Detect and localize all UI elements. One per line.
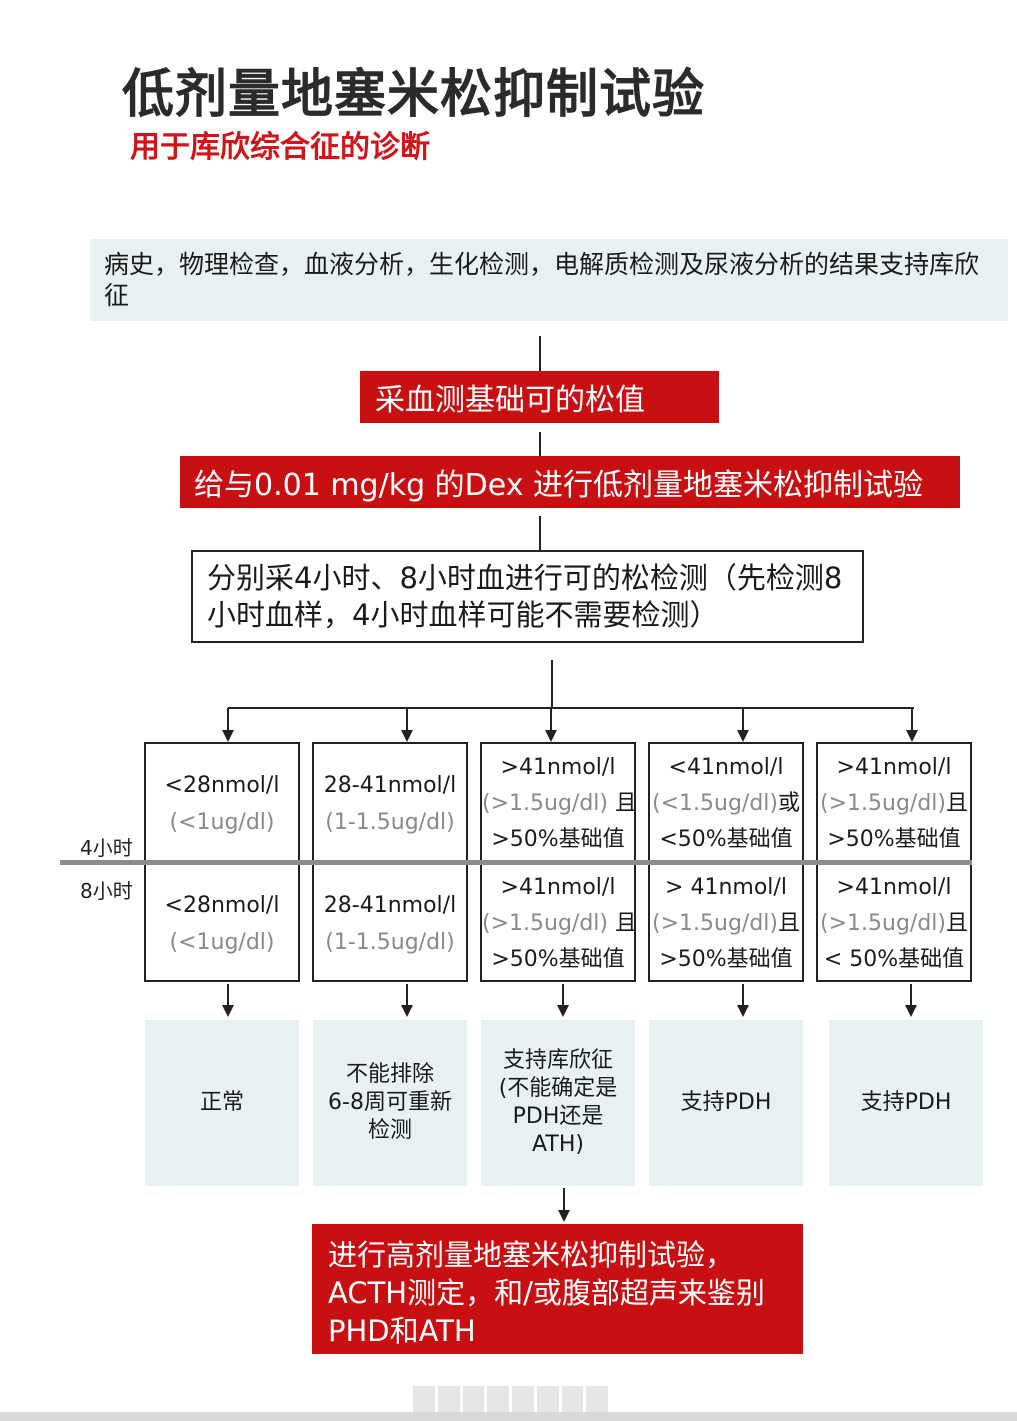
outcome-box: 支持PDH xyxy=(829,1020,983,1186)
outcome-box: 不能排除 6-8周可重新检测 xyxy=(313,1020,467,1186)
h4-value: >50%基础值 xyxy=(827,827,961,852)
arrow-down-icon xyxy=(401,1005,413,1017)
ug-value: (<1.5ug/dl) xyxy=(652,791,778,816)
page-subtitle: 用于库欣综合征的诊断 xyxy=(130,130,430,165)
bottom-strip xyxy=(0,1412,1017,1421)
h4-value: (>1.5ug/dl)且 xyxy=(818,786,970,822)
h8-value: >41nmol/l xyxy=(500,875,616,900)
outcome-box: 支持库欣征 (不能确定是 PDH还是 ATH) xyxy=(481,1020,635,1186)
h4-value: 28-41nmol/l xyxy=(323,773,457,798)
outcome-text: 检测 xyxy=(367,1118,412,1143)
h8-value: >50%基础值 xyxy=(659,947,793,972)
outcome-text: (不能确定是 xyxy=(498,1076,618,1101)
connector-line xyxy=(910,984,912,1006)
ug-value: (>1.5ug/dl) xyxy=(482,911,608,936)
hour-separator xyxy=(60,860,972,865)
branch-line xyxy=(228,707,914,709)
h8-value: (<1ug/dl) xyxy=(146,925,298,961)
arrow-down-icon xyxy=(545,730,557,742)
outcome-text: 支持PDH xyxy=(860,1090,952,1115)
h4-value: (<1ug/dl) xyxy=(146,805,298,841)
h4-value: (>1.5ug/dl) 且 xyxy=(482,786,637,822)
conjunction: 且 xyxy=(945,911,968,936)
arrow-down-icon xyxy=(222,730,234,742)
outcome-text: ATH) xyxy=(532,1132,584,1157)
h4-value: <28nmol/l xyxy=(164,773,280,798)
conjunction: 且 xyxy=(607,791,637,816)
conjunction: 且 xyxy=(777,911,800,936)
arrow-down-icon xyxy=(558,1210,570,1222)
h8-value: (>1.5ug/dl)且 xyxy=(650,906,802,942)
conjunction: 且 xyxy=(607,911,637,936)
h8-value: >50%基础值 xyxy=(491,947,625,972)
outcome-text: 6-8周可重新 xyxy=(328,1090,452,1115)
connector-line xyxy=(406,984,408,1006)
arrow-down-icon xyxy=(906,730,918,742)
arrow-down-icon xyxy=(222,1005,234,1017)
connector-line xyxy=(563,1188,565,1212)
high-dose-test-step: 进行高剂量地塞米松抑制试验，ACTH测定，和/或腹部超声来鉴别PHD和ATH xyxy=(312,1224,803,1354)
connector-line xyxy=(227,708,229,732)
watermark xyxy=(413,1386,608,1412)
connector-line xyxy=(742,984,744,1006)
connector-line xyxy=(911,708,913,732)
h8-value: >41nmol/l xyxy=(836,875,952,900)
ug-value: (>1.5ug/dl) xyxy=(820,911,946,936)
page-title: 低剂量地塞米松抑制试验 xyxy=(122,65,706,125)
connector-line xyxy=(539,432,541,456)
ug-value: (1-1.5ug/dl) xyxy=(325,810,455,835)
h8-value: (>1.5ug/dl)且 xyxy=(818,906,970,942)
h8-value: < 50%基础值 xyxy=(823,947,965,972)
outcome-text: 不能排除 xyxy=(345,1062,434,1087)
outcome-text: 正常 xyxy=(199,1090,244,1115)
h8-value: 28-41nmol/l xyxy=(323,893,457,918)
label-4h: 4小时 xyxy=(80,836,133,860)
conjunction: 或 xyxy=(777,791,800,816)
outcome-text: PDH还是 xyxy=(512,1104,604,1129)
ug-value: (>1.5ug/dl) xyxy=(652,911,778,936)
arrow-down-icon xyxy=(905,1005,917,1017)
sampling-step: 分别采4小时、8小时血进行可的松检测（先检测8小时血样，4小时血样可能不需要检测… xyxy=(191,550,864,643)
outcome-box: 正常 xyxy=(145,1020,299,1186)
ug-value: (>1.5ug/dl) xyxy=(820,791,946,816)
label-8h: 8小时 xyxy=(80,879,133,903)
arrow-down-icon xyxy=(737,1005,749,1017)
h4-value: >41nmol/l xyxy=(836,755,952,780)
ug-value: (1-1.5ug/dl) xyxy=(325,930,455,955)
h4-value: >50%基础值 xyxy=(491,827,625,852)
h8-value: > 41nmol/l xyxy=(665,875,787,900)
outcome-text: 支持库欣征 xyxy=(502,1048,613,1073)
arrow-down-icon xyxy=(737,730,749,742)
connector-line xyxy=(742,708,744,732)
outcome-box: 支持PDH xyxy=(649,1020,803,1186)
conjunction: 且 xyxy=(945,791,968,816)
h4-value: <41nmol/l xyxy=(668,755,784,780)
outcome-text: 支持PDH xyxy=(680,1090,772,1115)
connector-line xyxy=(539,516,541,550)
h4-value: >41nmol/l xyxy=(500,755,616,780)
connector-line xyxy=(562,984,564,1006)
h4-value: (<1.5ug/dl)或 xyxy=(650,786,802,822)
connector-line xyxy=(550,708,552,732)
arrow-down-icon xyxy=(557,1005,569,1017)
connector-line xyxy=(406,708,408,732)
ug-value: (<1ug/dl) xyxy=(169,810,275,835)
arrow-down-icon xyxy=(401,730,413,742)
connector-line xyxy=(539,336,541,371)
connector-line xyxy=(551,660,553,708)
connector-line xyxy=(227,984,229,1006)
h4-value: <50%基础值 xyxy=(659,827,793,852)
h8-value: (1-1.5ug/dl) xyxy=(314,925,466,961)
baseline-cortisol-step: 采血测基础可的松值 xyxy=(360,371,719,423)
history-panel: 病史，物理检查，血液分析，生化检测，电解质检测及尿液分析的结果支持库欣征 xyxy=(90,239,1008,321)
h8-value: (>1.5ug/dl) 且 xyxy=(482,906,637,942)
dex-suppression-step: 给与0.01 mg/kg 的Dex 进行低剂量地塞米松抑制试验 xyxy=(180,456,960,508)
ug-value: (<1ug/dl) xyxy=(169,930,275,955)
h4-value: (1-1.5ug/dl) xyxy=(314,805,466,841)
ug-value: (>1.5ug/dl) xyxy=(482,791,608,816)
h8-value: <28nmol/l xyxy=(164,893,280,918)
